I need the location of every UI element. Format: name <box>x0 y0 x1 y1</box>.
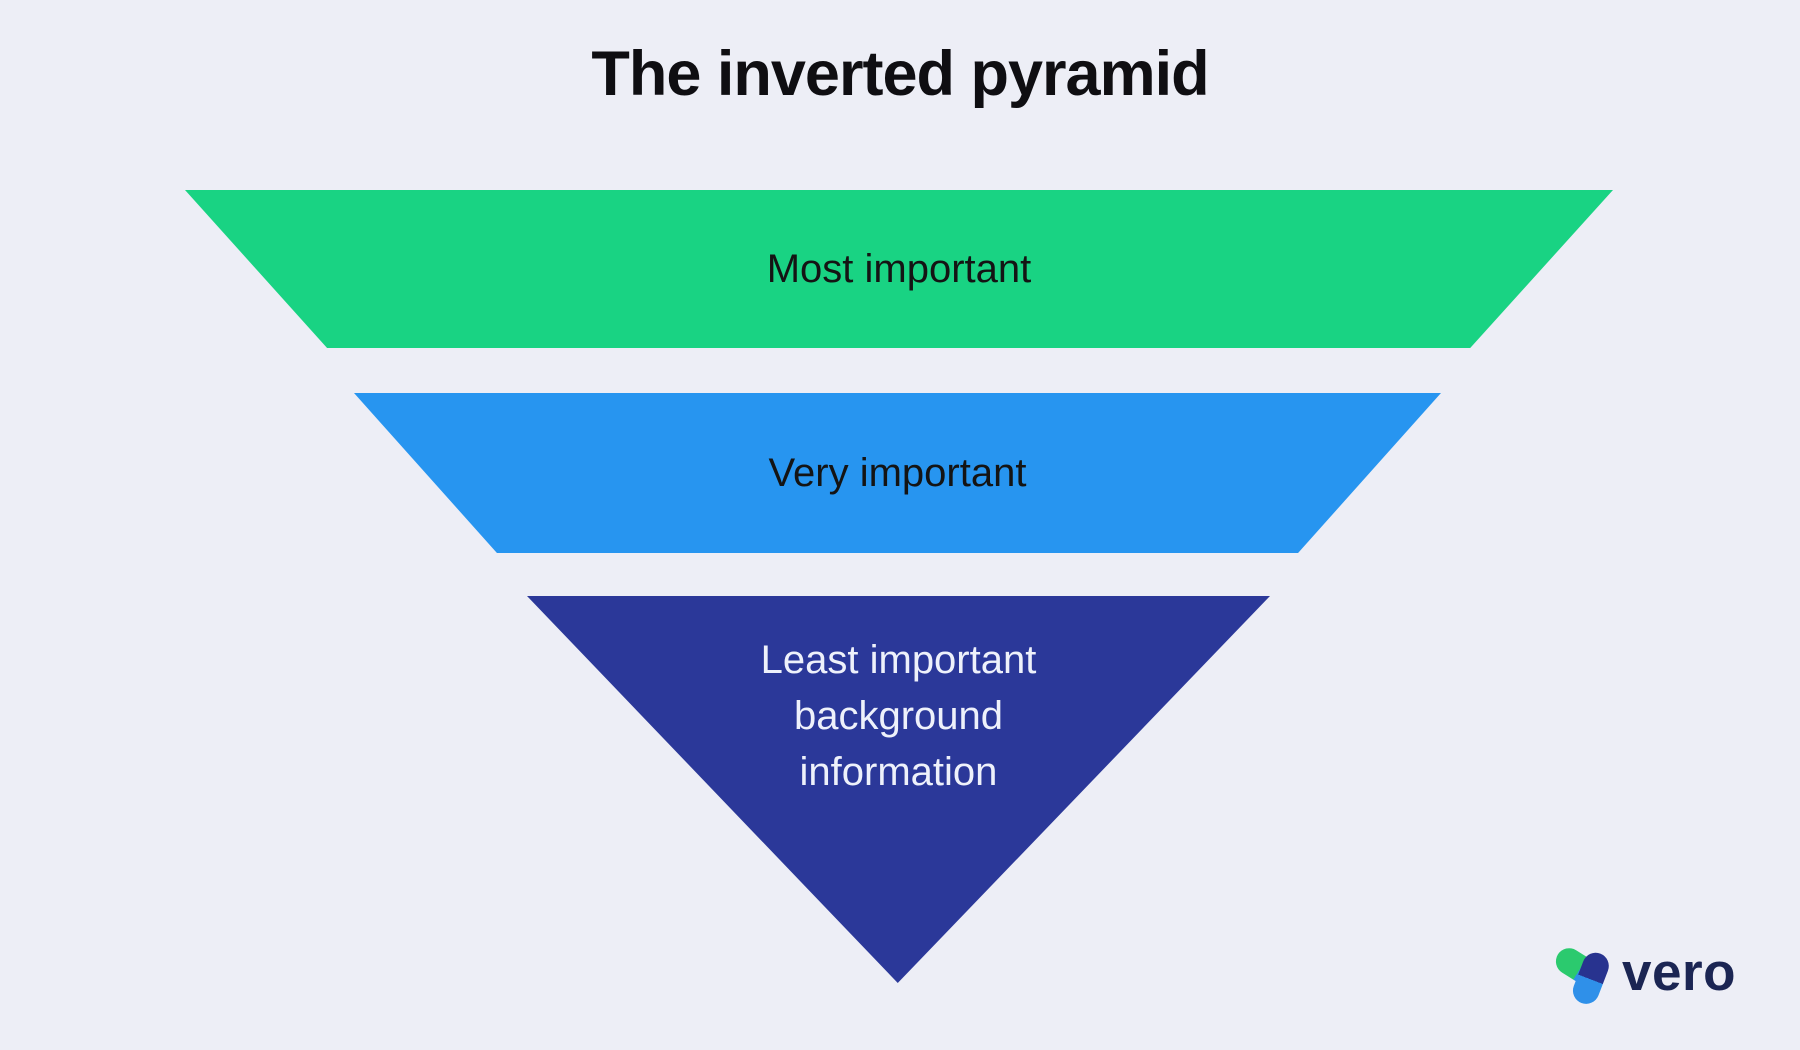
level-most-important-label: Most important <box>766 246 1032 291</box>
level-least-important-label-line-1: Least important <box>760 638 1037 682</box>
level-least-important-label-line-2: background <box>793 694 1004 738</box>
vero-heart-logo-icon <box>1555 948 1609 1004</box>
level-very-important-label: Very important <box>768 450 1027 495</box>
level-least-important-label: Least important background information <box>761 596 1037 800</box>
pyramid-level-very-important: Very important <box>354 393 1441 553</box>
vero-logo-text: vero <box>1622 942 1736 1002</box>
level-least-important-label-line-3: information <box>799 750 998 794</box>
page-title: The inverted pyramid <box>591 39 1209 109</box>
vero-logo: vero <box>1545 942 1736 1008</box>
pyramid-level-least-important: Least important background information <box>527 596 1270 983</box>
pyramid-level-most-important: Most important <box>185 190 1613 348</box>
